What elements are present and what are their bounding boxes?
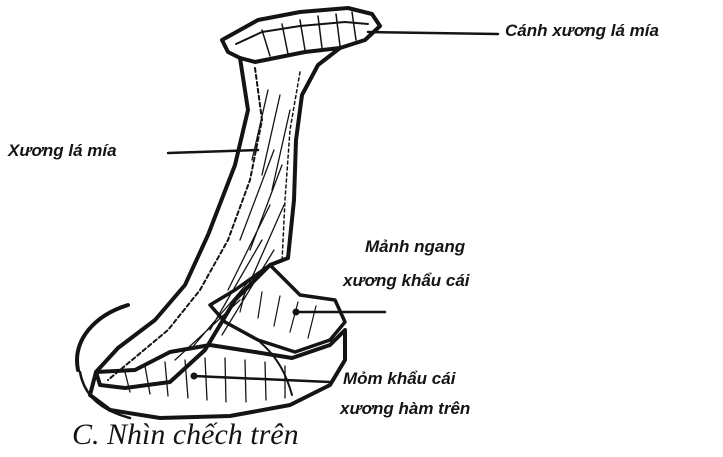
leader-dot-palatine-process	[191, 373, 197, 379]
label-palatine-process-line1: Mỏm khẩu cái	[343, 368, 455, 391]
leader-palatine-process	[194, 376, 330, 382]
label-horizontal-plate-line1: Mảnh ngang	[365, 236, 465, 259]
wing-outline	[222, 8, 380, 62]
label-wing-of-vomer: Cánh xương lá mía	[505, 20, 659, 43]
vomer-front-edge	[108, 68, 262, 380]
label-palatine-process-line2: xương hàm trên	[340, 398, 470, 421]
palatine-process-curve	[77, 305, 128, 370]
palatine-process-outline	[90, 330, 345, 418]
horizontal-plate-hatch	[240, 292, 316, 338]
leader-wing	[368, 32, 498, 34]
leader-dot-horizontal-plate	[293, 309, 299, 315]
leader-vomer	[168, 150, 258, 153]
figure-caption: C. Nhìn chếch trên	[72, 418, 299, 452]
label-horizontal-plate-line2: xương khẩu cái	[343, 270, 470, 293]
label-vomer: Xương lá mía	[8, 140, 117, 163]
vomer-outline	[96, 48, 340, 388]
